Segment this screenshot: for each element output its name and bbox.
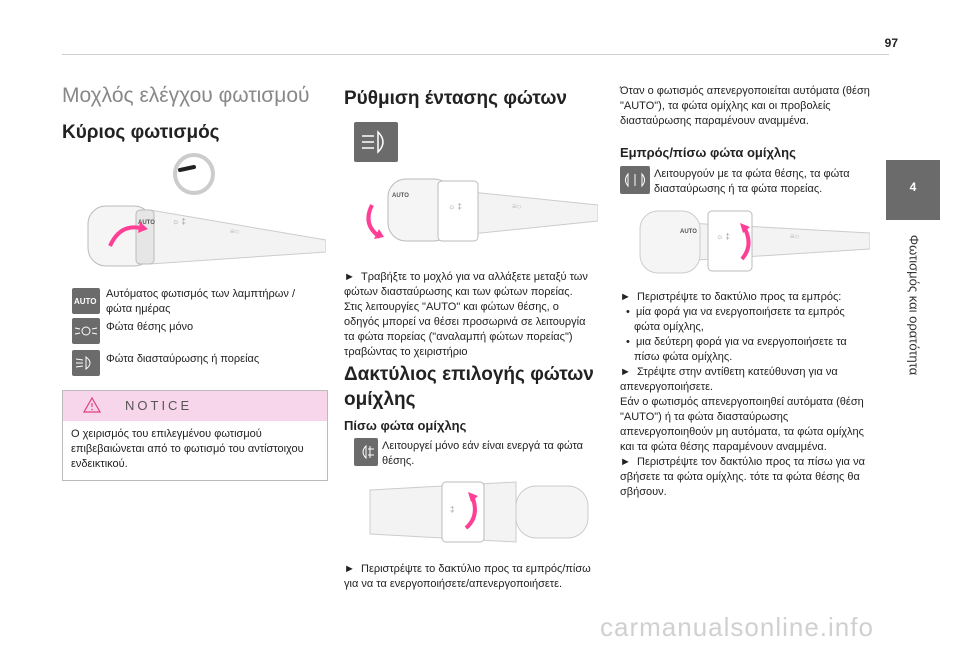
fog-step-reverse: ► Στρέψτε στην αντίθετη κατεύθυνση για ν… (620, 365, 870, 395)
fog-ring-instruction-text: Περιστρέψτε το δακτύλιο προς τα εμπρός/π… (344, 563, 591, 590)
fog-ring-instruction: ► Περιστρέψτε το δακτύλιο προς τα εμπρός… (344, 562, 594, 592)
beam-instruction: ► Τραβήξτε το μοχλό για να αλλάξετε μετα… (344, 270, 594, 300)
fog-bullet-1: • μία φορά για να ενεργοποιήσετε τα εμπρ… (626, 306, 845, 333)
stalk-auto-label-3: AUTO (680, 229, 697, 235)
fog-bullet-1-text: μία φορά για να ενεργοποιήσετε τα εμπρός… (634, 306, 845, 333)
chapter-tab[interactable]: 4 (886, 160, 940, 220)
chapter-tab-title-wrap: Φωτισμός και ορατότητα (880, 230, 948, 380)
arrow-right-icon: ► (620, 366, 637, 378)
parking-light-icon (72, 318, 100, 344)
fog-step-forward-text: Περιστρέψτε το δακτύλιο προς τα εμπρός: (637, 291, 842, 303)
subsection-rear-fog: Πίσω φώτα ομίχλης (344, 418, 467, 433)
svg-text:☼ ‡: ☼ ‡ (716, 232, 730, 241)
front-rear-fog-text: Λειτουργούν με τα φώτα θέσης, τα φώτα δι… (654, 168, 850, 195)
fog-bullet-2: • μια δεύτερη φορά για να ενεργοποιήσετε… (626, 336, 847, 363)
svg-text:‡: ‡ (450, 505, 454, 514)
headlight-text: Φώτα διασταύρωσης ή πορείας (106, 353, 260, 365)
svg-text:AUTO: AUTO (74, 297, 97, 306)
auto-off-paragraph: Όταν ο φωτισμός απενεργοποιείται αυτόματ… (620, 85, 870, 127)
section-title-main-lighting: Κύριος φωτισμός (62, 122, 220, 143)
lighting-stalk-illustration: AUTO ☼ ‡ ≡○ (87, 205, 326, 267)
beam-flash-paragraph: Στις λειτουργίες "AUTO" και φώτων θέσης,… (344, 301, 586, 358)
fog-ring-illustration: ‡ (369, 481, 589, 543)
stalk-auto-label-2: AUTO (392, 193, 409, 199)
chapter-tab-title: Φωτισμός και ορατότητα (906, 234, 922, 376)
stalk-auto-label: AUTO (138, 220, 155, 226)
notice-header: NOTICE (63, 391, 327, 421)
beam-instruction-text: Τραβήξτε το μοχλό για να αλλάξετε μεταξύ… (344, 271, 588, 298)
beam-stalk-illustration: AUTO ☼ ‡ ≡○ (366, 178, 598, 242)
fog-step-reverse-text: Στρέψτε στην αντίθετη κατεύθυνση για να … (620, 366, 838, 393)
section-title-beam-adjust: Ρύθμιση έντασης φώτων (344, 88, 567, 109)
warning-icon (83, 397, 101, 413)
front-rear-fog-icon (620, 166, 650, 194)
auto-icon-text: Αυτόματος φωτισμός των λαμπτήρων / φώτα … (106, 288, 296, 315)
parking-light-text: Φώτα θέσης μόνο (106, 321, 194, 333)
svg-text:≡○: ≡○ (790, 232, 800, 241)
fog-step-forward: ► Περιστρέψτε το δακτύλιο προς τα εμπρός… (620, 290, 870, 305)
steering-wheel-icon (173, 153, 215, 195)
rear-fog-text: Λειτουργεί μόνο εάν είναι ενεργά τα φώτα… (382, 440, 584, 467)
subsection-front-rear-fog: Εμπρός/πίσω φώτα ομίχλης (620, 145, 796, 160)
top-divider (62, 54, 889, 55)
svg-text:≡○: ≡○ (230, 227, 240, 236)
auto-icon: AUTO (72, 288, 100, 314)
fog-step-off: ► Περιστρέψτε τον δακτύλιο προς τα πίσω … (620, 455, 870, 500)
svg-text:☼ ‡: ☼ ‡ (172, 217, 186, 226)
notice-text: Ο χειρισμός του επιλεγμένου φωτισμού επι… (71, 428, 304, 470)
fog-step-off-text: Περιστρέψτε τον δακτύλιο προς τα πίσω γι… (620, 456, 865, 498)
rear-fog-icon (354, 438, 378, 466)
fog-bullet-2-text: μια δεύτερη φορά για να ενεργοποιήσετε τ… (634, 336, 847, 363)
watermark: carmanualsonline.info (600, 612, 874, 642)
page-number: 97 (884, 36, 898, 50)
headlight-icon (72, 350, 100, 376)
high-beam-icon (354, 122, 398, 162)
arrow-right-icon: ► (620, 291, 637, 303)
svg-text:☼ ‡: ☼ ‡ (448, 202, 462, 211)
notice-box: NOTICE Ο χειρισμός του επιλεγμένου φωτισ… (62, 390, 328, 481)
arrow-right-icon: ► (344, 563, 361, 575)
section-title-fog-ring: Δακτύλιος επιλογής φώτων ομίχλης (344, 364, 594, 410)
arrow-right-icon: ► (344, 271, 361, 283)
front-fog-stalk-illustration: AUTO ☼ ‡ ≡○ (639, 210, 870, 274)
svg-text:≡○: ≡○ (512, 202, 522, 211)
notice-title: NOTICE (125, 398, 193, 413)
fog-steps: ► Περιστρέψτε το δακτύλιο προς τα εμπρός… (620, 290, 870, 500)
arrow-right-icon: ► (620, 456, 637, 468)
fog-auto-paragraph: Εάν ο φωτισμός απενεργοποιηθεί αυτόματα … (620, 396, 864, 453)
chapter-title: Μοχλός ελέγχου φωτισμού (62, 84, 310, 107)
